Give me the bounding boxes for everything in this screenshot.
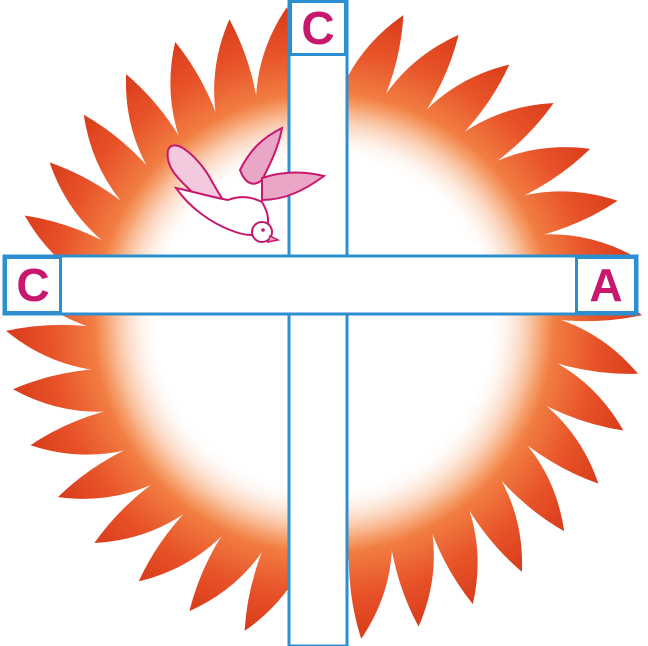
letter-right-text: A xyxy=(589,259,623,311)
letter-top-text: C xyxy=(301,2,335,54)
letter-top-c: C xyxy=(289,0,347,56)
cross-vertical-beam xyxy=(287,0,349,646)
cross-horizontal-beam xyxy=(2,254,639,316)
letter-right-a: A xyxy=(575,256,637,314)
letter-left-c: C xyxy=(4,256,62,314)
dove-icon xyxy=(166,126,327,243)
letter-left-text: C xyxy=(16,259,50,311)
